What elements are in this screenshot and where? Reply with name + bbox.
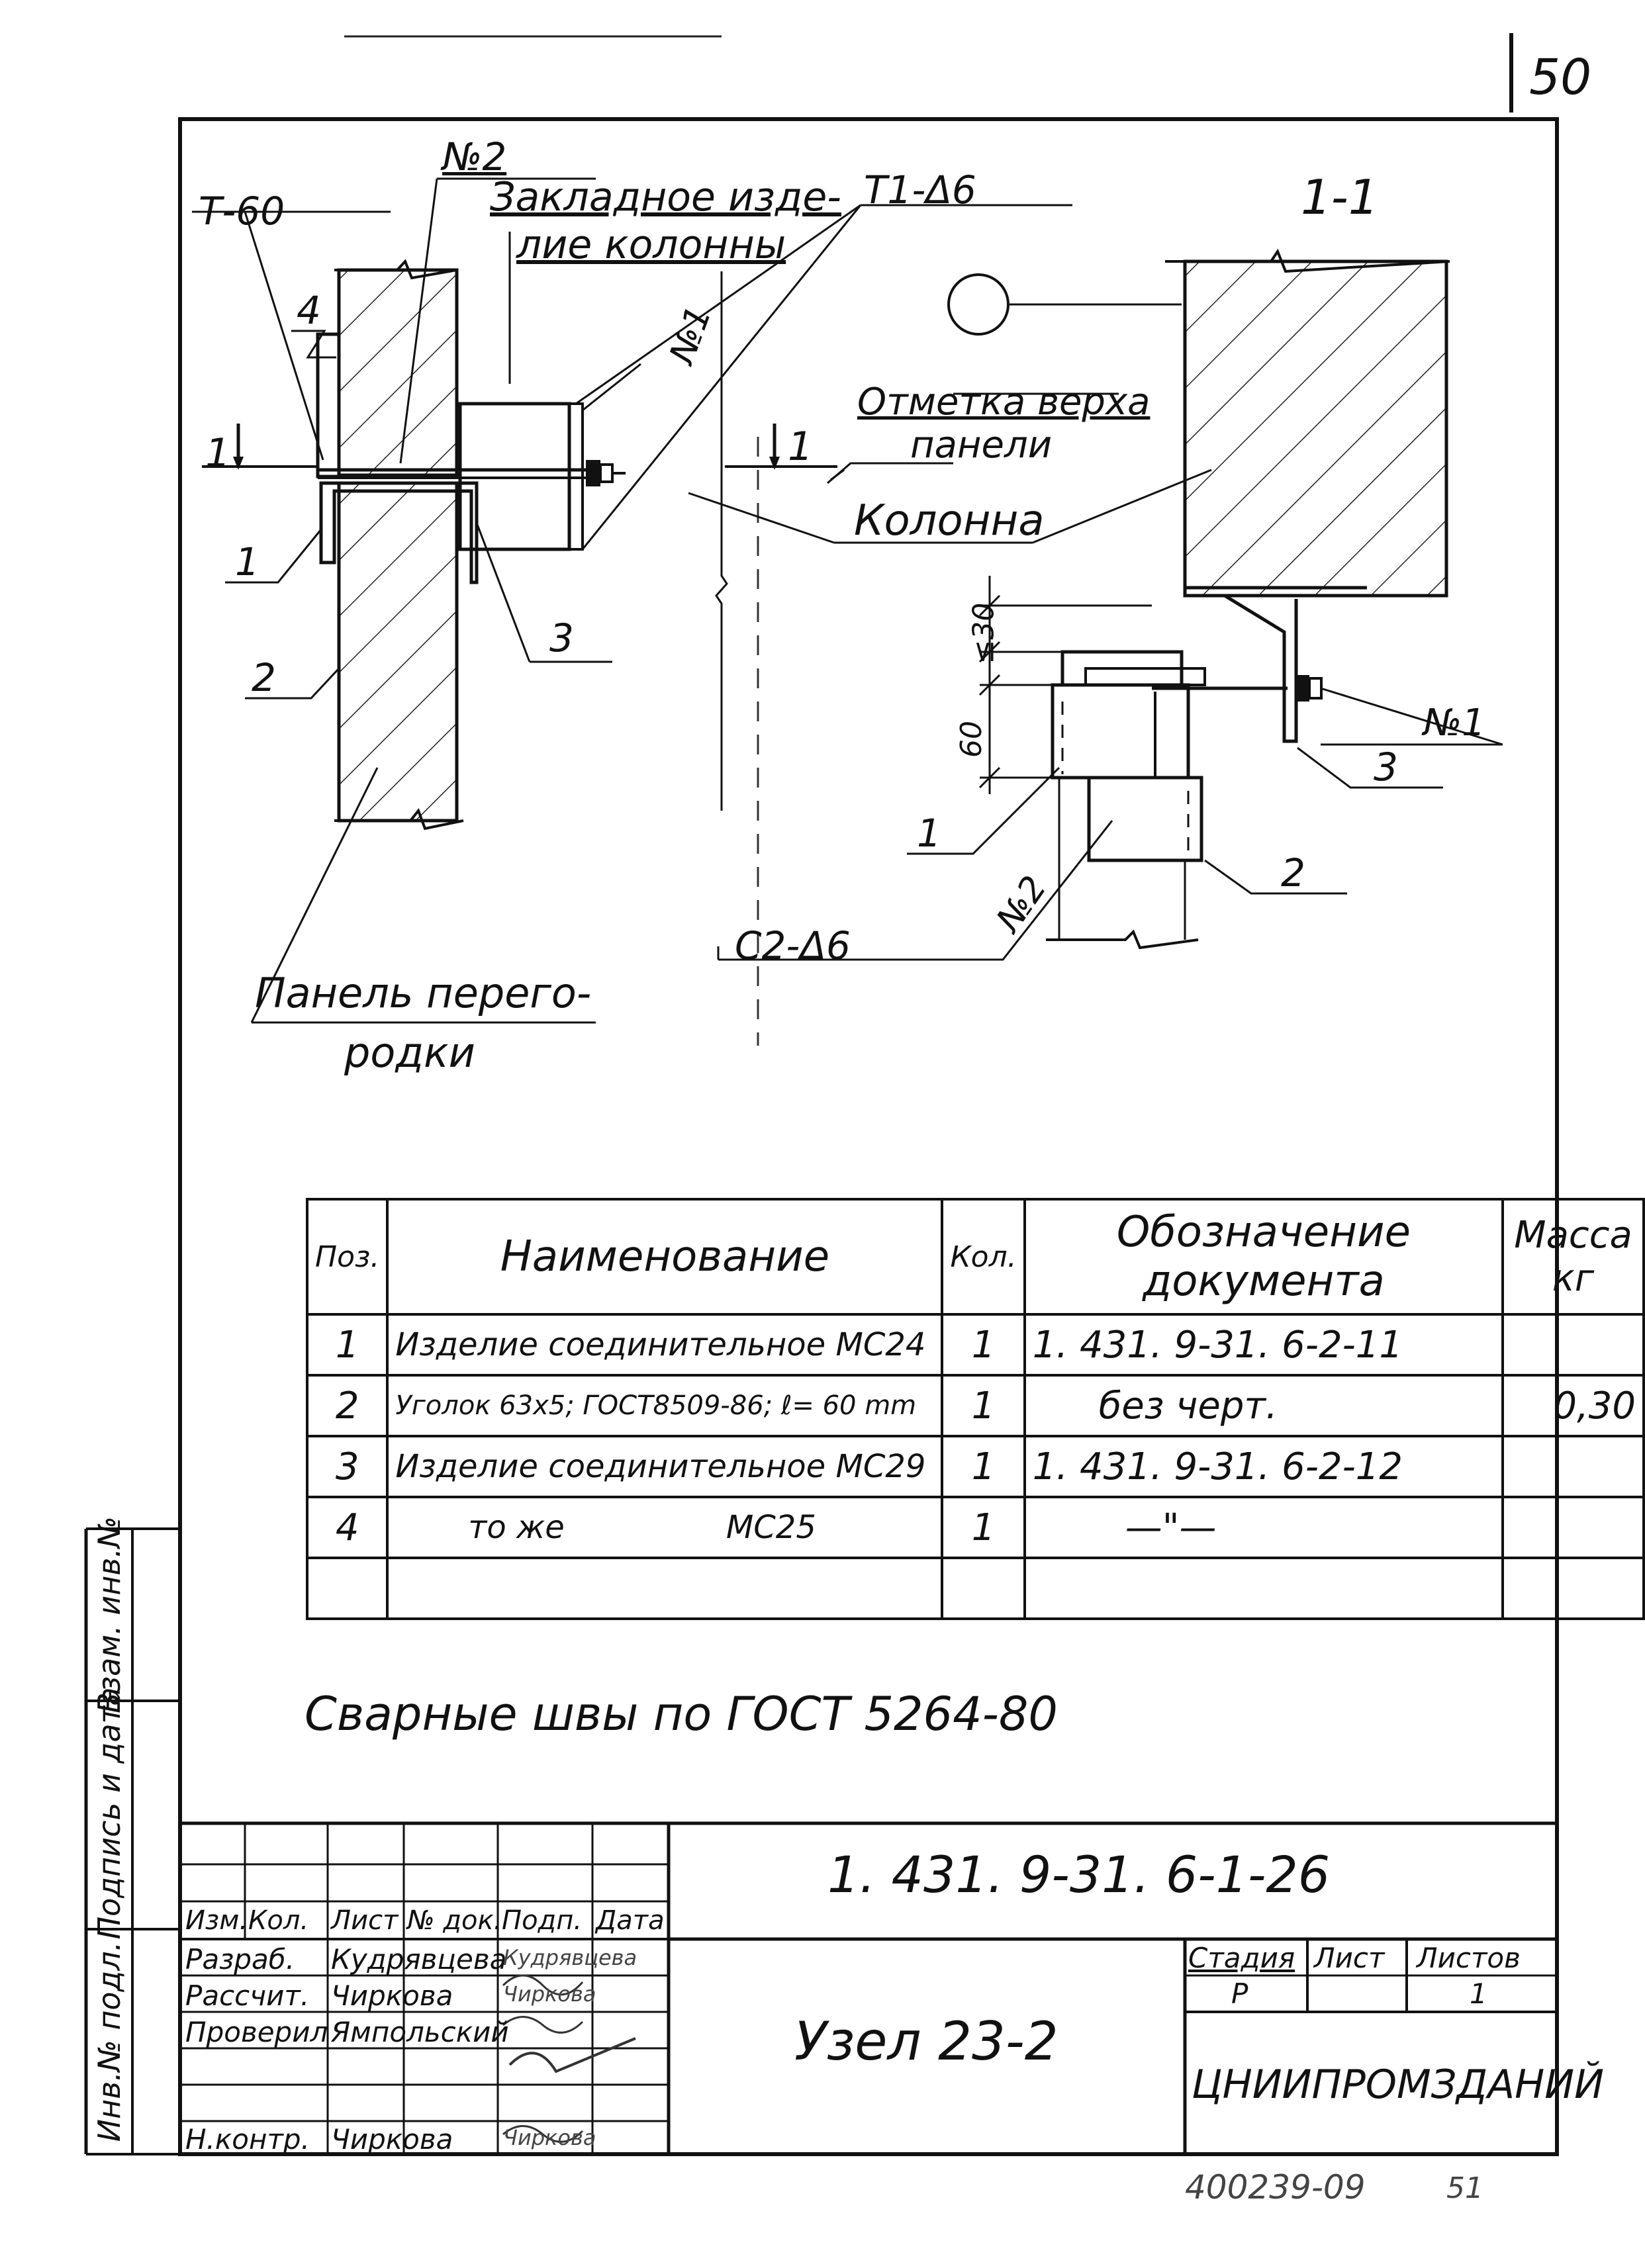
label-section-1-1: 1-1	[1301, 169, 1379, 225]
organization-name: ЦНИИПРОМЗДАНИЙ	[1192, 2062, 1605, 2108]
label-no1-right: №1	[1423, 702, 1485, 745]
col-header-kol: Кол.	[248, 1905, 309, 1936]
label-pos-2-right: 2	[1281, 850, 1305, 895]
sheets-value: 1	[1470, 1977, 1487, 2010]
strip-inv-podl: Инв.№ подл.	[91, 1941, 127, 2142]
cell-doc: —"—	[1023, 1496, 1505, 1559]
table-row: 1 Изделие соединительное МС24 1 1. 431. …	[305, 1313, 1645, 1377]
sign-calculated: Чиркова	[503, 1981, 596, 2007]
cell-doc	[1023, 1557, 1505, 1620]
cell-doc: 1. 431. 9-31. 6-2-11	[1023, 1313, 1505, 1377]
col-header-doc-no: № док.	[407, 1905, 502, 1936]
specification-table: Поз. Наименование Кол. Обозначение докум…	[305, 1198, 1645, 1620]
name-developed: Кудрявцева	[331, 1943, 507, 1975]
cell-mass: 0,30	[1501, 1374, 1645, 1437]
strip-signature-date: Подпись и дата	[91, 1687, 127, 1940]
cell-doc: без черт.	[1023, 1374, 1505, 1437]
label-dim-60: 60	[955, 721, 988, 758]
cell-qty	[941, 1557, 1026, 1620]
name-norm-control: Чиркова	[331, 2123, 453, 2155]
table-row	[305, 1557, 1645, 1620]
cell-name: Уголок 63х5; ГОСТ8509-86; ℓ= 60 mm	[386, 1374, 944, 1437]
name-checked: Ямпольский	[331, 2016, 509, 2048]
cell-pos: 4	[305, 1496, 389, 1559]
role-calculated: Рассчит.	[185, 1979, 310, 2012]
footer-page-number: 51	[1446, 2171, 1483, 2205]
label-pos-1-right: 1	[917, 811, 941, 856]
label-pos-2-left: 2	[252, 655, 276, 700]
label-dim-30: ≤30	[966, 602, 1001, 664]
label-column: Колонна	[854, 496, 1045, 545]
label-c2-d6: С2-Δ6	[735, 923, 851, 968]
cell-name	[386, 1557, 944, 1620]
label-panel-line1: Панель перего-	[255, 969, 592, 1017]
cell-mass	[1501, 1557, 1645, 1620]
label-embedded-line2: лие колонны	[516, 222, 786, 268]
sheets-header: Листов	[1417, 1942, 1521, 1974]
stage-header: Стадия	[1188, 1942, 1295, 1974]
cell-mass	[1501, 1496, 1645, 1559]
cell-mass	[1501, 1313, 1645, 1377]
document-code: 1. 431. 9-31. 6-1-26	[827, 1845, 1331, 1904]
role-checked: Проверил	[185, 2016, 328, 2048]
col-header-izm: Изм.	[185, 1905, 248, 1936]
label-pos-1-left: 1	[235, 539, 259, 584]
header-qty: Кол.	[941, 1198, 1026, 1316]
sheet-header: Лист	[1314, 1942, 1385, 1974]
cell-mass	[1501, 1435, 1645, 1498]
label-cut-left: 1	[205, 430, 231, 476]
page-number: 50	[1529, 49, 1592, 106]
cell-qty: 1	[941, 1496, 1026, 1559]
label-t1-d6: Т1-Δ6	[864, 167, 976, 212]
cell-name: Изделие соединительное МС29	[386, 1435, 944, 1498]
cell-pos	[305, 1557, 389, 1620]
cell-name: то же МС25	[386, 1496, 944, 1559]
col-header-list: Лист	[331, 1905, 399, 1936]
label-no2-top: №2	[442, 134, 507, 179]
col-header-date: Дата	[596, 1905, 665, 1936]
table-row: 2 Уголок 63х5; ГОСТ8509-86; ℓ= 60 mm 1 б…	[305, 1374, 1645, 1437]
stage-value: Р	[1231, 1977, 1248, 2010]
table-row: 3 Изделие соединительное МС29 1 1. 431. …	[305, 1435, 1645, 1498]
cell-qty: 1	[941, 1435, 1026, 1498]
footer-archive-number: 400239-09	[1185, 2168, 1366, 2206]
welding-note: Сварные швы по ГОСТ 5264-80	[305, 1687, 1058, 1741]
label-panel-line2: родки	[344, 1028, 475, 1077]
sign-developed: Кудрявцева	[503, 1945, 637, 1970]
table-row: 4 то же МС25 1 —"—	[305, 1496, 1645, 1559]
cell-pos: 3	[305, 1435, 389, 1498]
cell-qty: 1	[941, 1313, 1026, 1377]
role-norm-control: Н.контр.	[185, 2123, 310, 2155]
header-mass: Масса кг	[1501, 1198, 1645, 1316]
role-developed: Разраб.	[185, 1943, 295, 1975]
name-calculated: Чиркова	[331, 1979, 453, 2012]
label-pos-3-left: 3	[549, 615, 574, 660]
cell-pos: 2	[305, 1374, 389, 1437]
col-header-sign: Подп.	[502, 1905, 583, 1936]
label-cut-right: 1	[788, 424, 814, 470]
header-name: Наименование	[386, 1198, 944, 1316]
label-pos-3-right: 3	[1374, 745, 1398, 790]
label-mark-line1: Отметка верха	[857, 381, 1151, 424]
cell-doc: 1. 431. 9-31. 6-2-12	[1023, 1435, 1505, 1498]
table-header-row: Поз. Наименование Кол. Обозначение докум…	[305, 1198, 1645, 1316]
cell-name: Изделие соединительное МС24	[386, 1313, 944, 1377]
header-doc: Обозначение документа	[1023, 1198, 1505, 1316]
label-embedded-line1: Закладное изде-	[490, 174, 841, 220]
drawing-title: Узел 23-2	[794, 2011, 1058, 2072]
strip-replaced-inv: Взам. инв.№	[91, 1516, 127, 1713]
label-t60: Т-60	[199, 189, 285, 234]
cell-qty: 1	[941, 1374, 1026, 1437]
label-mark-line2: панели	[910, 424, 1053, 467]
header-pos: Поз.	[305, 1198, 389, 1316]
sign-norm-control: Чиркова	[503, 2125, 596, 2150]
cell-pos: 1	[305, 1313, 389, 1377]
label-pos-4: 4	[297, 288, 321, 333]
